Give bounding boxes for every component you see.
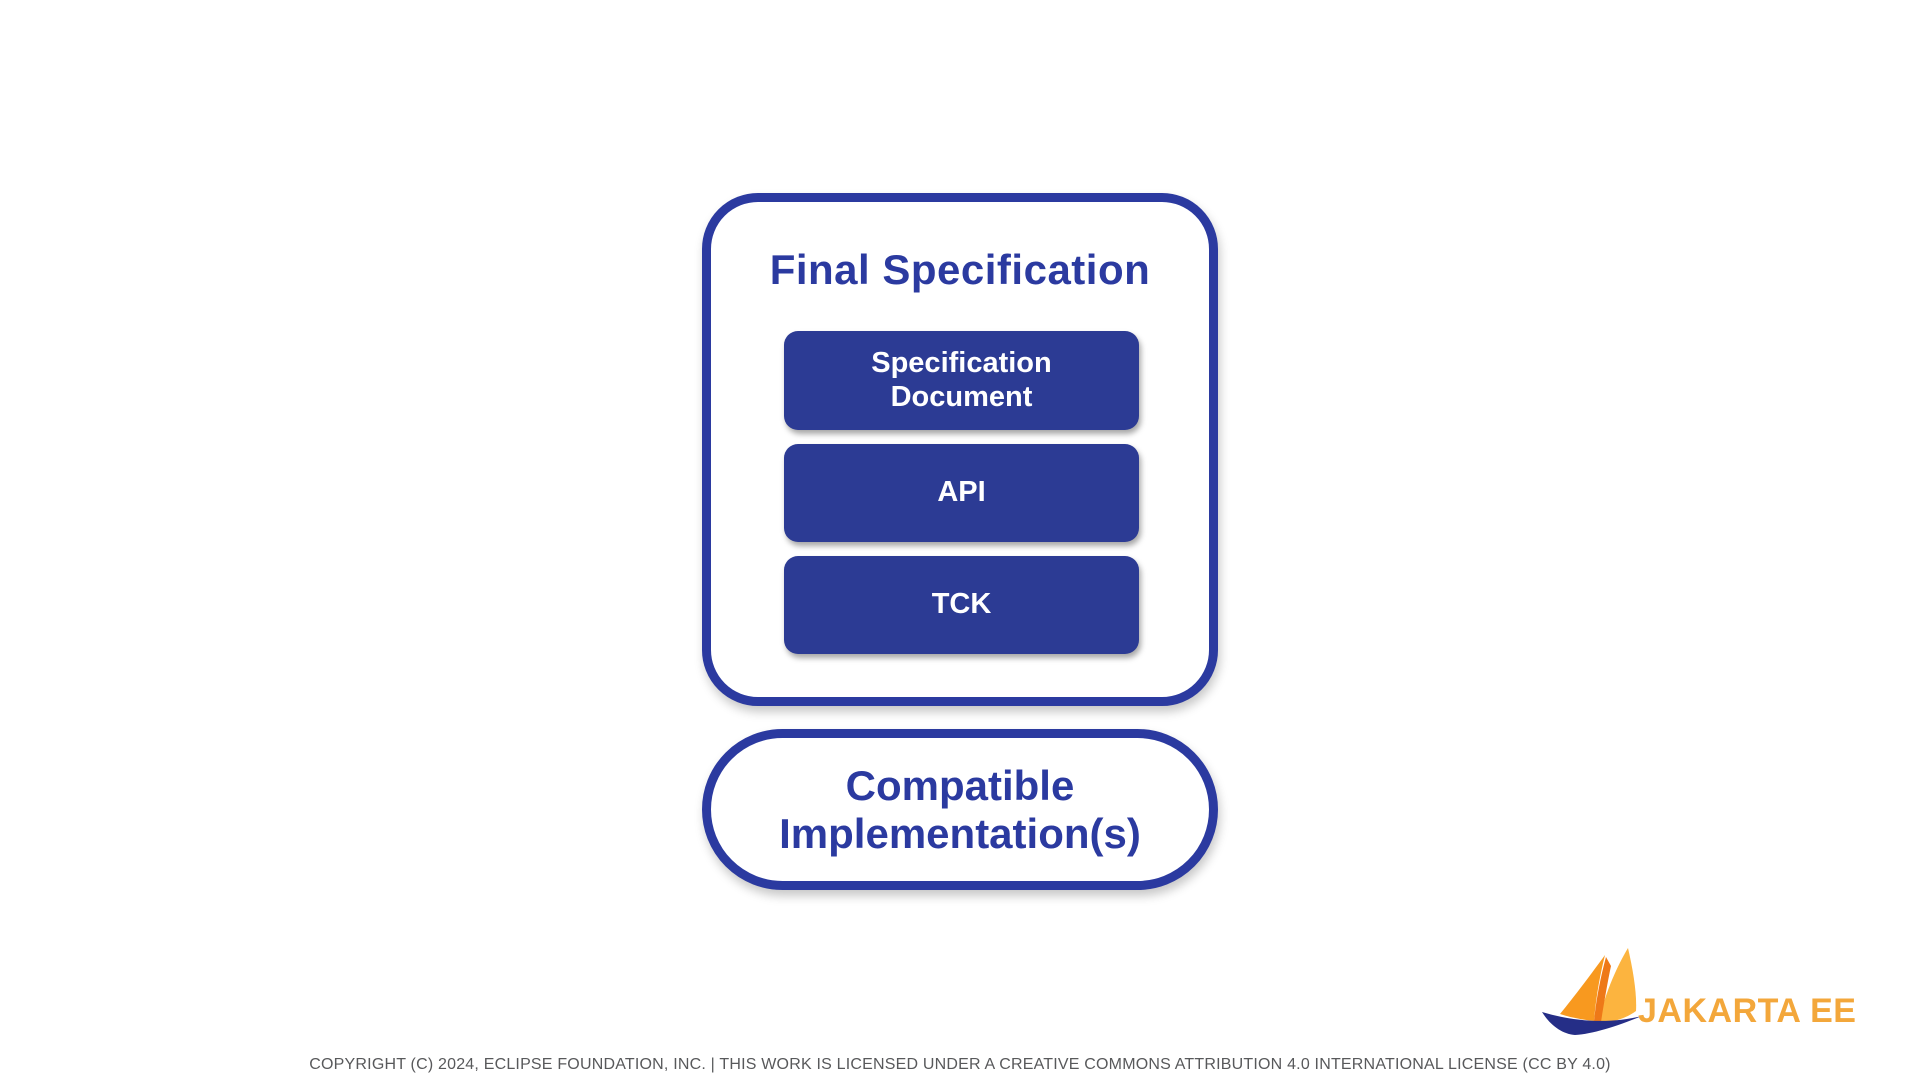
tck-box: TCK [784, 556, 1139, 654]
jakarta-ee-logo-text: JAKARTA EE [1638, 992, 1857, 1030]
api-label: API [937, 476, 986, 509]
tck-label: TCK [931, 588, 992, 621]
jakarta-ee-sailboat-icon [1542, 948, 1642, 1035]
final-specification-container: Final Specification Specification Docume… [702, 193, 1218, 706]
api-box: API [784, 444, 1139, 542]
compatible-implementations-pill: Compatible Implementation(s) [702, 729, 1218, 890]
compatible-implementations-label: Compatible Implementation(s) [779, 762, 1141, 857]
jakarta-ee-logo: JAKARTA EE [1530, 935, 1890, 1050]
final-specification-title: Final Specification [769, 246, 1151, 293]
copyright-notice: COPYRIGHT (C) 2024, ECLIPSE FOUNDATION, … [309, 1056, 1611, 1073]
specification-document-box: Specification Document [784, 331, 1139, 430]
specification-document-label: Specification Document [871, 347, 1052, 413]
